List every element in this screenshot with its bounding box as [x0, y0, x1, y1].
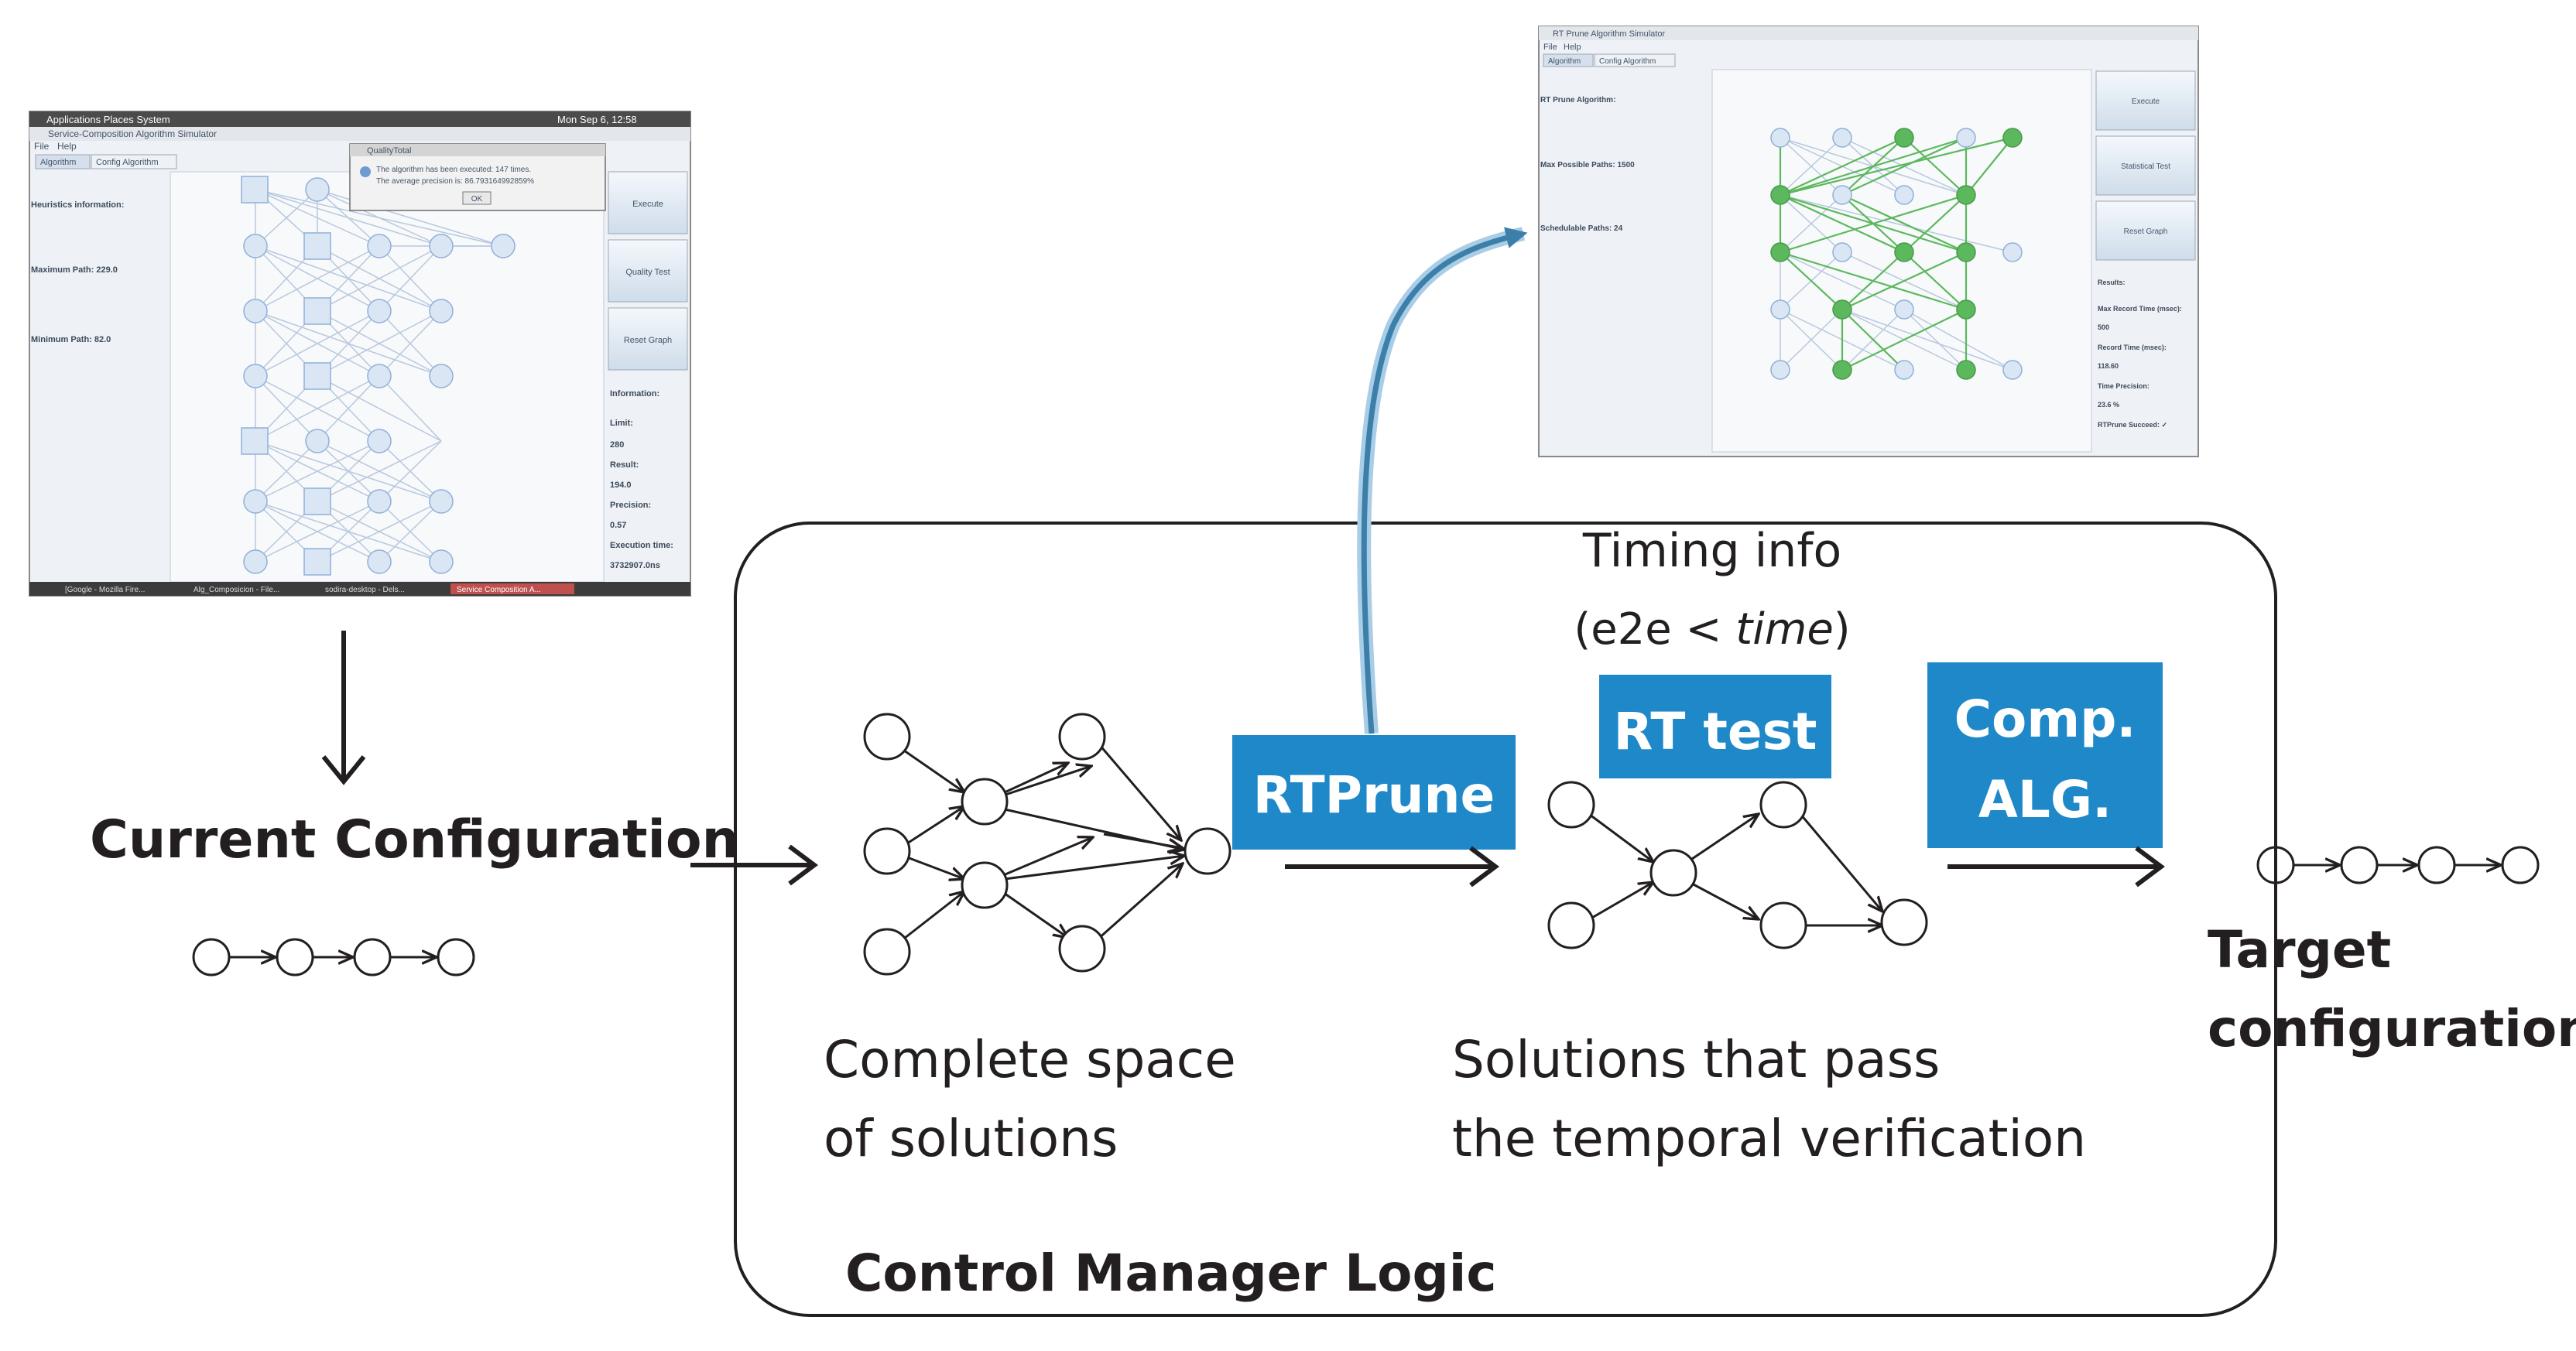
- results-label: Results:: [2098, 279, 2126, 286]
- rtprune-box: [1232, 735, 1516, 850]
- current-configuration-label: Current Configuration: [90, 809, 739, 870]
- record-value: 118.60: [2098, 362, 2119, 370]
- menu-file[interactable]: File: [34, 141, 50, 152]
- execution-time-label: Execution time:: [610, 541, 673, 550]
- right-graph-nodes: [1770, 128, 2023, 380]
- quality-test-label: Quality Test: [625, 268, 670, 277]
- tab-config-algorithm[interactable]: Config Algorithm: [1599, 57, 1656, 66]
- reset-graph-button[interactable]: [2095, 200, 2196, 261]
- menu-help[interactable]: Help: [1564, 43, 1581, 52]
- target-label-line-2: configuration: [2208, 999, 2576, 1059]
- passing-solutions-graph: [1547, 781, 1928, 949]
- right-graph-green-edges: [1779, 136, 2013, 371]
- menu-help[interactable]: Help: [57, 141, 77, 152]
- rtprune-curve-glow: [1357, 227, 1526, 734]
- limit-label: Limit:: [610, 419, 633, 428]
- dialog-ok-button[interactable]: [462, 191, 492, 205]
- reset-graph-button[interactable]: [608, 307, 688, 371]
- execute-label: Execute: [632, 200, 663, 209]
- max-record-label: Max Record Time (msec):: [2098, 305, 2182, 313]
- control-manager-label: Control Manager Logic: [845, 1243, 1496, 1303]
- max-record-value: 500: [2098, 323, 2109, 331]
- system-menu-label: Applications Places System: [46, 114, 170, 125]
- heuristics-label: Heuristics information:: [31, 200, 124, 210]
- left-graph-edges: [255, 189, 504, 563]
- max-path-label: Maximum Path: 229.0: [31, 265, 118, 275]
- quality-total-dialog: QualityTotal The algorithm has been exec…: [349, 143, 606, 211]
- tab-config-algorithm[interactable]: Config Algorithm: [96, 158, 159, 167]
- target-config-chain: [2256, 846, 2540, 884]
- tab-algorithm[interactable]: Algorithm: [40, 158, 76, 167]
- solutions-line-2: the temporal verification: [1452, 1109, 2086, 1168]
- comp-alg-box: [1927, 662, 2163, 848]
- dialog-title: QualityTotal: [367, 146, 411, 156]
- statistical-test-label: Statistical Test: [2121, 162, 2170, 171]
- time-precision-value: 23.6 %: [2098, 401, 2119, 409]
- left-screenshot: Applications Places System Mon Sep 6, 12…: [29, 111, 691, 597]
- result-value: 194.0: [610, 481, 632, 490]
- tab-algorithm[interactable]: Algorithm: [1548, 57, 1581, 66]
- taskbar-item-3[interactable]: sodira-desktop - Dels...: [325, 586, 405, 594]
- info-icon: [360, 166, 371, 177]
- rtprune-arrow-head: [1469, 846, 1499, 888]
- dialog-ok-label: OK: [471, 195, 483, 204]
- system-clock: Mon Sep 6, 12:58: [557, 114, 637, 125]
- control-manager-box: [734, 522, 2277, 1317]
- rtprune-label: RTPrune: [1253, 765, 1495, 825]
- reset-graph-label: Reset Graph: [2124, 227, 2168, 236]
- schedulable-paths: Schedulable Paths: 24: [1540, 224, 1623, 233]
- taskbar-item-1[interactable]: [Google - Mozilla Fire...: [65, 586, 145, 594]
- comp-alg-arrow-head: [2135, 846, 2165, 888]
- dialog-line-2: The average precision is: 86.79316499285…: [376, 177, 534, 186]
- precision-label: Precision:: [610, 501, 651, 510]
- quality-test-button[interactable]: [608, 239, 688, 303]
- comp-alg-line-1: Comp.: [1954, 689, 2136, 749]
- execute-button[interactable]: [608, 171, 688, 234]
- precision-value: 0.57: [610, 521, 626, 530]
- down-arrow-head: [321, 755, 366, 785]
- execute-button[interactable]: [2095, 70, 2196, 131]
- taskbar-item-2[interactable]: Alg_Composicion - File...: [194, 586, 279, 594]
- algo-label: RT Prune Algorithm:: [1540, 96, 1615, 104]
- comp-alg-line-2: ALG.: [1978, 770, 2112, 829]
- information-label: Information:: [610, 389, 659, 398]
- limit-value: 280: [610, 440, 624, 450]
- execute-label: Execute: [2132, 97, 2160, 106]
- window-title: RT Prune Algorithm Simulator: [1553, 29, 1665, 39]
- complete-space-line-1: Complete space: [824, 1030, 1236, 1089]
- dialog-line-1: The algorithm has been executed: 147 tim…: [376, 166, 531, 174]
- window-title: Service-Composition Algorithm Simulator: [48, 128, 217, 139]
- rt-test-label: RT test: [1613, 702, 1817, 761]
- rt-test-box: [1599, 675, 1831, 778]
- time-precision-label: Time Precision:: [2098, 382, 2150, 390]
- rtprune-succeed: RTPrune Succeed: ✓: [2098, 421, 2167, 429]
- right-screenshot: RT Prune Algorithm Simulator File Help A…: [1538, 26, 2199, 457]
- timing-info-line-1: Timing info: [1582, 524, 1841, 578]
- statistical-test-button[interactable]: [2095, 135, 2196, 196]
- system-menubar: [29, 111, 690, 127]
- result-label: Result:: [610, 460, 639, 470]
- max-possible-paths: Max Possible Paths: 1500: [1540, 161, 1635, 169]
- rtprune-curve-arrow: [1361, 227, 1528, 734]
- execution-time-value: 3732907.0ns: [610, 561, 660, 570]
- complete-space-line-2: of solutions: [824, 1109, 1118, 1168]
- current-config-chain: [192, 938, 475, 976]
- taskbar-item-4[interactable]: Service Composition A...: [457, 586, 541, 594]
- complete-space-graph: [863, 713, 1231, 976]
- solutions-line-1: Solutions that pass: [1452, 1030, 1940, 1089]
- record-label: Record Time (msec):: [2098, 344, 2167, 351]
- menu-file[interactable]: File: [1543, 43, 1557, 52]
- min-path-label: Minimum Path: 82.0: [31, 335, 111, 344]
- left-graph-nodes: [241, 176, 516, 576]
- target-label-line-1: Target: [2208, 920, 2391, 980]
- timing-info-line-2: (e2e < time): [1574, 604, 1850, 655]
- into-box-arrow-head: [788, 844, 818, 886]
- reset-graph-label: Reset Graph: [624, 336, 672, 345]
